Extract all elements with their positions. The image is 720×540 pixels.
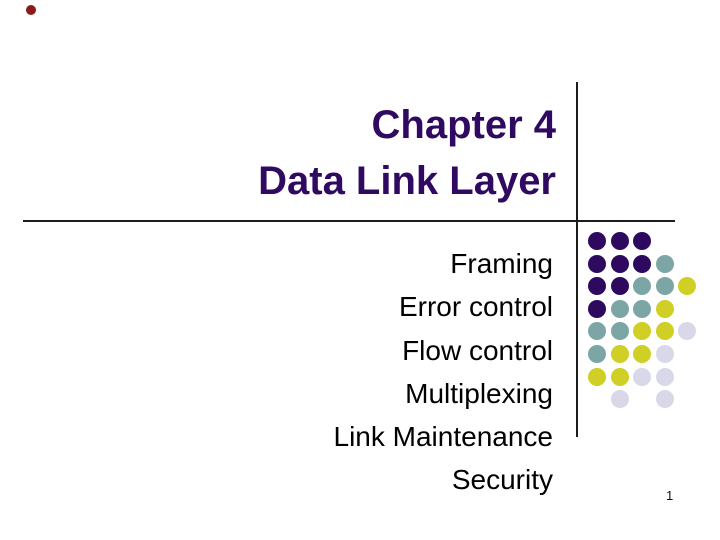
pattern-dot-yellow — [633, 345, 652, 363]
pattern-dot-teal — [610, 322, 629, 341]
topic-item: Error control — [398, 291, 553, 323]
pattern-dot-teal — [633, 299, 652, 318]
pattern-dot-purple — [610, 254, 629, 273]
topic-item: Flow control — [402, 334, 553, 366]
pattern-dot-lavender — [655, 345, 674, 363]
pattern-dot-purple — [588, 277, 606, 296]
pattern-dot-purple — [610, 232, 629, 250]
template-bullet-dot — [26, 5, 36, 15]
pattern-dot-teal — [655, 254, 674, 273]
page-number: 1 — [666, 488, 674, 503]
vertical-rule — [576, 82, 578, 437]
pattern-dot-yellow — [678, 277, 697, 296]
pattern-dot-teal — [633, 277, 652, 296]
topic-item: Multiplexing — [405, 377, 553, 409]
pattern-dot-lavender — [633, 367, 652, 386]
pattern-dot-lavender — [655, 390, 674, 409]
pattern-dot-teal — [655, 277, 674, 296]
horizontal-rule — [23, 220, 675, 222]
pattern-dot-purple — [633, 254, 652, 273]
pattern-dot-purple — [633, 232, 652, 250]
pattern-dot-lavender — [610, 390, 629, 409]
pattern-dot-yellow — [610, 367, 629, 386]
pattern-dot-teal — [610, 299, 629, 318]
pattern-dot-lavender — [678, 322, 697, 341]
pattern-dot-teal — [588, 322, 606, 341]
topic-item: Link Maintenance — [333, 421, 553, 453]
pattern-dot-yellow — [655, 322, 674, 341]
slide-title: Chapter 4 Data Link Layer — [258, 97, 556, 209]
pattern-dot-yellow — [588, 367, 606, 386]
pattern-dot-yellow — [655, 299, 674, 318]
slide-title-line1: Chapter 4 — [371, 103, 557, 147]
pattern-dot-purple — [588, 254, 606, 273]
decorative-dot-pattern — [588, 232, 720, 422]
pattern-dot-yellow — [610, 345, 629, 363]
topic-item: Security — [451, 464, 553, 496]
pattern-dot-purple — [588, 299, 606, 318]
pattern-dot-purple — [610, 277, 629, 296]
pattern-dot-yellow — [633, 322, 652, 341]
pattern-dot-lavender — [655, 367, 674, 386]
slide-title-line2: Data Link Layer — [258, 159, 556, 203]
pattern-dot-purple — [588, 232, 606, 250]
pattern-dot-teal — [588, 345, 606, 363]
topic-item: Framing — [450, 248, 553, 279]
